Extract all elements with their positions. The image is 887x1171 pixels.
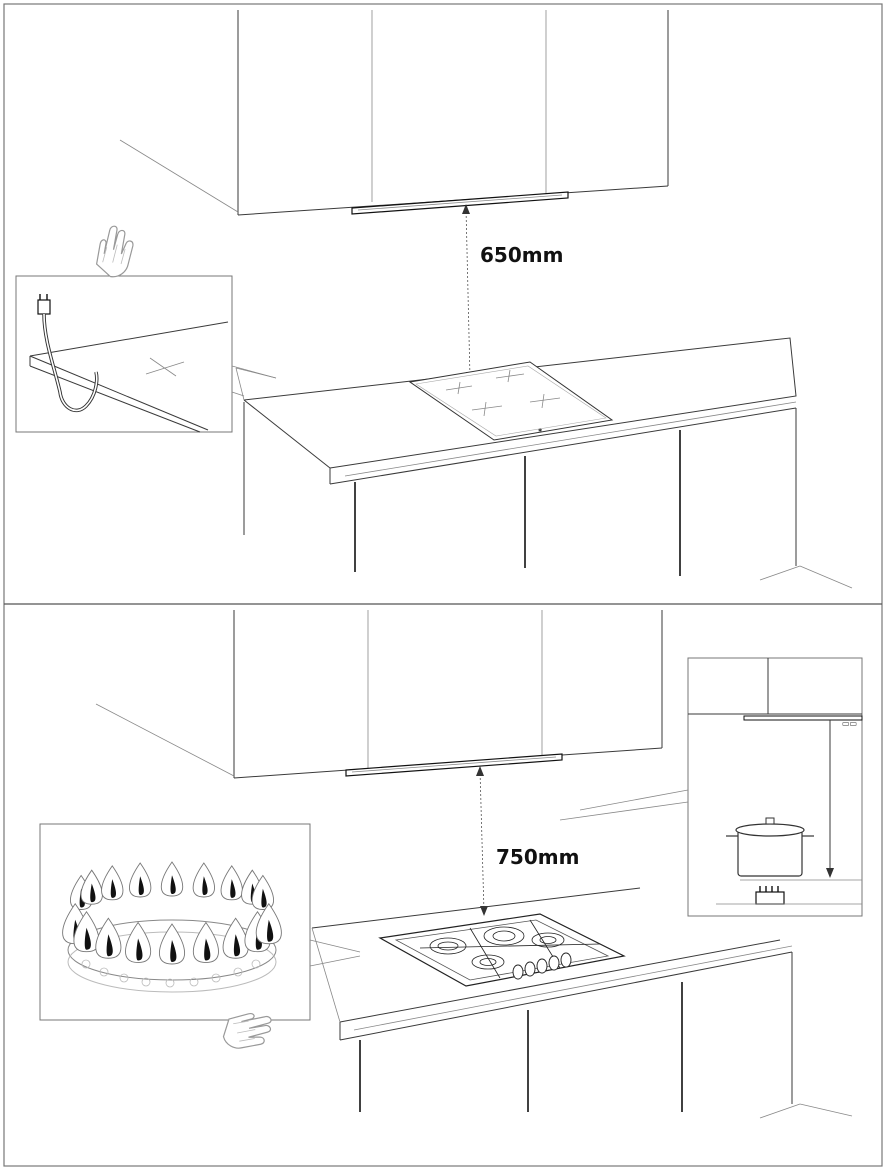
control-knobs (512, 952, 572, 980)
pot-icon (726, 817, 814, 877)
flame-core-icon (233, 934, 241, 957)
svg-text:▭▭: ▭▭ (842, 719, 857, 728)
clearance-label-650: 650mm (480, 243, 563, 267)
flame-core-icon (230, 879, 236, 898)
flame-core-icon (84, 927, 91, 950)
clearance-arrow (462, 204, 474, 382)
base-cabinets (359, 952, 853, 1119)
gas-hob (378, 913, 626, 987)
flame-core-icon (138, 876, 144, 895)
flame-core-icon (90, 883, 96, 903)
induction-hob: ✱ (408, 361, 614, 441)
page-frame (3, 3, 883, 1167)
clearance-label-750: 750mm (496, 845, 579, 869)
flame-core-icon (204, 938, 211, 961)
flame-core-icon (110, 879, 116, 898)
hand-pointer-icon (222, 1013, 272, 1049)
panel-induction-hob: 650mm (15, 10, 853, 589)
flame-core-icon (261, 888, 267, 908)
countertop (311, 887, 793, 1041)
panel-gas-hob: 750mm (39, 610, 863, 1119)
flame-row-front (62, 902, 282, 965)
flame-core-icon (202, 876, 208, 895)
flame-row-back (69, 861, 275, 910)
hand-pointer-icon (95, 225, 134, 278)
inset-pot-detail: ▭▭ (559, 657, 863, 917)
wall-cabinets (95, 610, 663, 779)
cooker-hood (345, 753, 563, 777)
flame-core-icon (136, 938, 143, 961)
burner-icon (755, 886, 785, 905)
svg-text:✱: ✱ (538, 428, 543, 434)
flame-core-icon (106, 934, 113, 957)
cooker-hood (351, 191, 569, 215)
flame-core-icon (170, 940, 177, 962)
clearance-arrow (476, 766, 488, 916)
wall-cabinets (119, 10, 669, 216)
flame-core-icon (170, 875, 176, 894)
flame-core-icon (267, 919, 274, 942)
base-cabinets (243, 402, 853, 589)
inset-burner-flames (39, 823, 361, 1021)
plug-icon (37, 294, 99, 413)
inset-plug-detail (15, 275, 277, 433)
